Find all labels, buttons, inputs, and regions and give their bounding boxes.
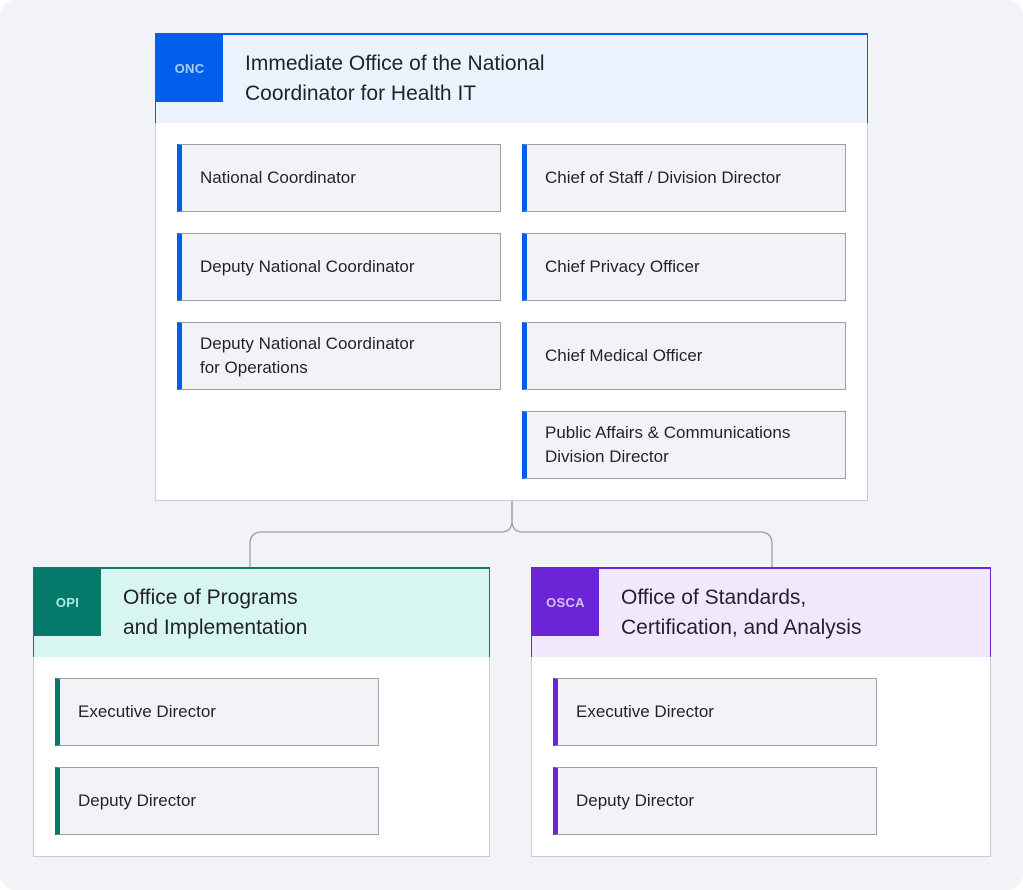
role-label: Chief Medical Officer bbox=[545, 346, 703, 365]
role-card-opi-executive-director[interactable]: Executive Director bbox=[55, 678, 379, 746]
role-label: Deputy Director bbox=[576, 791, 695, 810]
role-label: National Coordinator bbox=[200, 168, 356, 187]
role-label: Deputy National Coordinator bbox=[200, 257, 415, 276]
role-card-chief-of-staff[interactable]: Chief of Staff / Division Director bbox=[522, 144, 846, 212]
role-label: Deputy Director bbox=[78, 791, 197, 810]
connector-onc-to-opi bbox=[249, 500, 513, 567]
office-panel-onc: ONC Immediate Office of the National Coo… bbox=[155, 33, 868, 501]
role-label: Chief of Staff / Division Director bbox=[545, 168, 781, 187]
office-header-opi: OPI Office of Programs and Implementatio… bbox=[33, 567, 490, 657]
role-label: Chief Privacy Officer bbox=[545, 257, 700, 276]
office-header-onc: ONC Immediate Office of the National Coo… bbox=[155, 33, 868, 123]
office-panel-opi: OPI Office of Programs and Implementatio… bbox=[33, 567, 490, 857]
office-title-opi: Office of Programs and Implementation bbox=[123, 586, 308, 639]
office-badge-opi: OPI bbox=[34, 569, 101, 636]
role-label: Deputy National Coordinator for Operatio… bbox=[200, 334, 415, 377]
role-label: Executive Director bbox=[576, 702, 714, 721]
role-card-osca-deputy-director[interactable]: Deputy Director bbox=[553, 767, 877, 835]
role-card-opi-deputy-director[interactable]: Deputy Director bbox=[55, 767, 379, 835]
connector-onc-to-osca bbox=[511, 500, 773, 567]
role-card-chief-privacy-officer[interactable]: Chief Privacy Officer bbox=[522, 233, 846, 301]
role-card-deputy-national-coordinator-operations[interactable]: Deputy National Coordinator for Operatio… bbox=[177, 322, 501, 390]
office-header-osca: OSCA Office of Standards, Certification,… bbox=[531, 567, 991, 657]
office-title-osca: Office of Standards, Certification, and … bbox=[621, 586, 862, 639]
role-card-deputy-national-coordinator[interactable]: Deputy National Coordinator bbox=[177, 233, 501, 301]
role-card-chief-medical-officer[interactable]: Chief Medical Officer bbox=[522, 322, 846, 390]
role-card-national-coordinator[interactable]: National Coordinator bbox=[177, 144, 501, 212]
office-badge-onc: ONC bbox=[156, 35, 223, 102]
role-label: Public Affairs & Communications Division… bbox=[545, 423, 791, 466]
role-card-osca-executive-director[interactable]: Executive Director bbox=[553, 678, 877, 746]
role-label: Executive Director bbox=[78, 702, 216, 721]
office-badge-osca: OSCA bbox=[532, 569, 599, 636]
office-panel-osca: OSCA Office of Standards, Certification,… bbox=[531, 567, 991, 857]
office-title-onc: Immediate Office of the National Coordin… bbox=[245, 52, 545, 105]
role-card-public-affairs-director[interactable]: Public Affairs & Communications Division… bbox=[522, 411, 846, 479]
